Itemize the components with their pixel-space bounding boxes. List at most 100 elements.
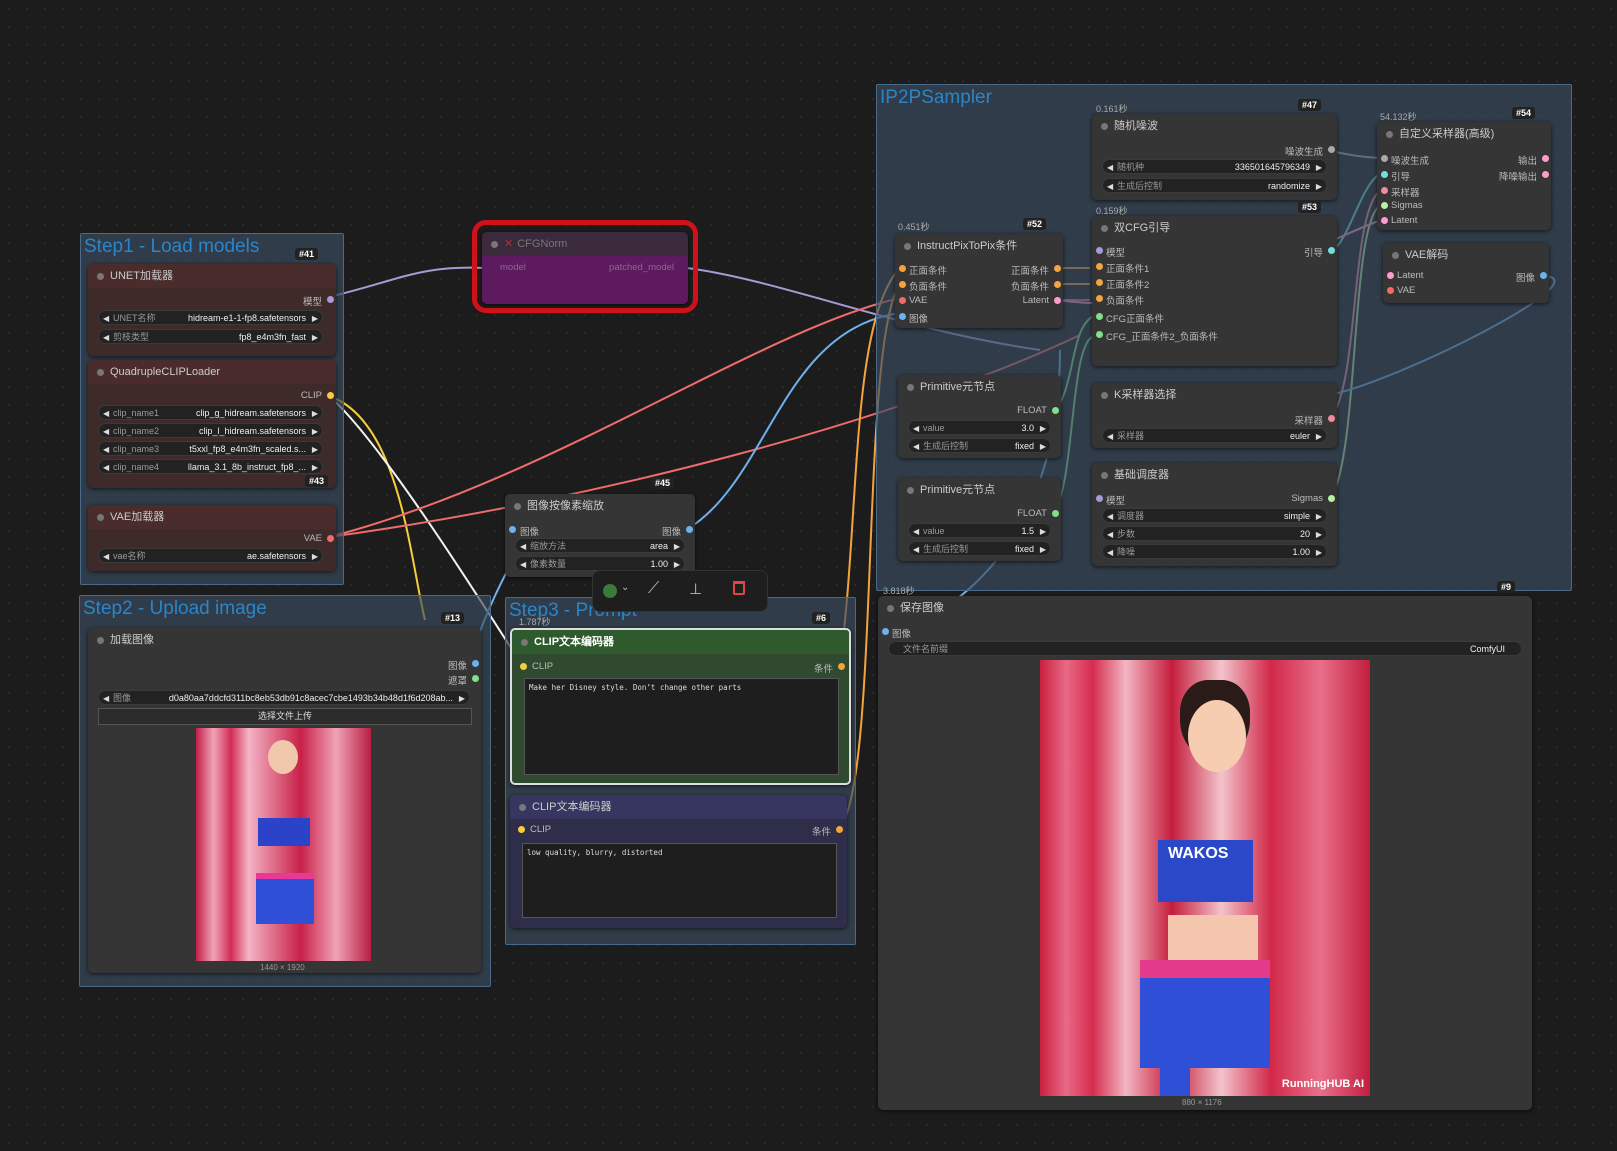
input-pin-clip[interactable]: [520, 663, 527, 670]
output-label: patched_model: [609, 262, 674, 273]
output-pin-image[interactable]: [686, 526, 693, 533]
pin-icon[interactable]: ⊥: [689, 581, 703, 598]
input-pin[interactable]: [1381, 217, 1388, 224]
input-pin[interactable]: [1096, 331, 1103, 338]
input-pin-image[interactable]: [882, 628, 889, 635]
input-pin[interactable]: [1096, 247, 1103, 254]
node-title: VAE解码: [1405, 249, 1449, 261]
chevron-down-icon[interactable]: ⌄: [621, 582, 630, 593]
cfgnorm-node[interactable]: ✕CFGNorm model patched_model: [482, 232, 688, 304]
input-pin-clip[interactable]: [518, 826, 525, 833]
prompt-textarea[interactable]: Make her Disney style. Don’t change othe…: [524, 678, 839, 775]
trash-icon[interactable]: [733, 581, 745, 595]
image-size-label: 1440 × 1920: [260, 963, 305, 972]
output-label: 输出: [1517, 156, 1537, 167]
input-pin[interactable]: [899, 265, 906, 272]
input-pin[interactable]: [899, 281, 906, 288]
output-pin-image[interactable]: [1540, 272, 1547, 279]
output-pin[interactable]: [1054, 281, 1061, 288]
input-pin[interactable]: [1096, 263, 1103, 270]
output-label: FLOAT: [1017, 508, 1047, 519]
output-pin-sampler[interactable]: [1328, 415, 1335, 422]
output-pin-float[interactable]: [1052, 407, 1059, 414]
vae-decode-node[interactable]: VAE解码 Latent VAE 图像: [1383, 243, 1549, 303]
output-pin-sigmas[interactable]: [1328, 495, 1335, 502]
color-picker-icon[interactable]: [603, 584, 617, 598]
output-pin-noise[interactable]: [1328, 146, 1335, 153]
input-pin-model[interactable]: [1096, 495, 1103, 502]
node-title: 自定义采样器(高级): [1399, 128, 1495, 140]
output-pin[interactable]: [1542, 155, 1549, 162]
input-pin[interactable]: [1381, 155, 1388, 162]
output-pin-conditioning[interactable]: [838, 663, 845, 670]
input-pin[interactable]: [1381, 171, 1388, 178]
output-pin-conditioning[interactable]: [836, 826, 843, 833]
negative-prompt-textarea[interactable]: low quality, blurry, distorted: [522, 843, 837, 918]
output-pin[interactable]: [1054, 297, 1061, 304]
node-badge: #47: [1298, 99, 1322, 111]
output-pin-image[interactable]: [472, 660, 479, 667]
node-title: 加载图像: [110, 634, 154, 646]
output-pin-model[interactable]: [327, 296, 334, 303]
clip-text-encode-negative-node[interactable]: CLIP文本编码器 CLIP 条件 low quality, blurry, d…: [510, 795, 847, 928]
input-pin[interactable]: [899, 313, 906, 320]
bypass-wand-icon[interactable]: ⟋: [648, 580, 660, 597]
group-title: IP2PSampler: [880, 87, 992, 108]
output-pin-guider[interactable]: [1328, 247, 1335, 254]
input-pin[interactable]: [1381, 187, 1388, 194]
input-pin[interactable]: [1096, 295, 1103, 302]
input-pin[interactable]: [1387, 287, 1394, 294]
input-pin[interactable]: [1387, 272, 1394, 279]
output-pin[interactable]: [1054, 265, 1061, 272]
output-pin-vae[interactable]: [327, 535, 334, 542]
sampler-custom-advanced-node[interactable]: 自定义采样器(高级) 噪波生成 引导 采样器 Sigmas Latent 输出 …: [1377, 122, 1551, 230]
output-label: 图像: [661, 527, 681, 538]
upload-button[interactable]: 选择文件上传: [98, 708, 472, 725]
output-pin-float[interactable]: [1052, 510, 1059, 517]
input-pin[interactable]: [1096, 279, 1103, 286]
output-pin-mask[interactable]: [472, 675, 479, 682]
instructpix2pix-conditioning-node[interactable]: InstructPixToPix条件 正面条件 负面条件 VAE 图像 正面条件…: [895, 234, 1063, 328]
input-pin-image[interactable]: [509, 526, 516, 533]
output-pin[interactable]: [1542, 171, 1549, 178]
clip-text-encode-positive-node[interactable]: CLIP文本编码器 CLIP 条件 Make her Disney style.…: [510, 628, 851, 785]
input-pin[interactable]: [1381, 202, 1388, 209]
output-pin-clip[interactable]: [327, 392, 334, 399]
input-pin[interactable]: [899, 297, 906, 304]
dual-cfg-guider-node[interactable]: 双CFG引导 模型 正面条件1 正面条件2 负面条件 CFG正面条件 CFG_正…: [1092, 216, 1337, 366]
bypass-x-icon: ✕: [504, 238, 514, 250]
input-pin[interactable]: [1096, 313, 1103, 320]
